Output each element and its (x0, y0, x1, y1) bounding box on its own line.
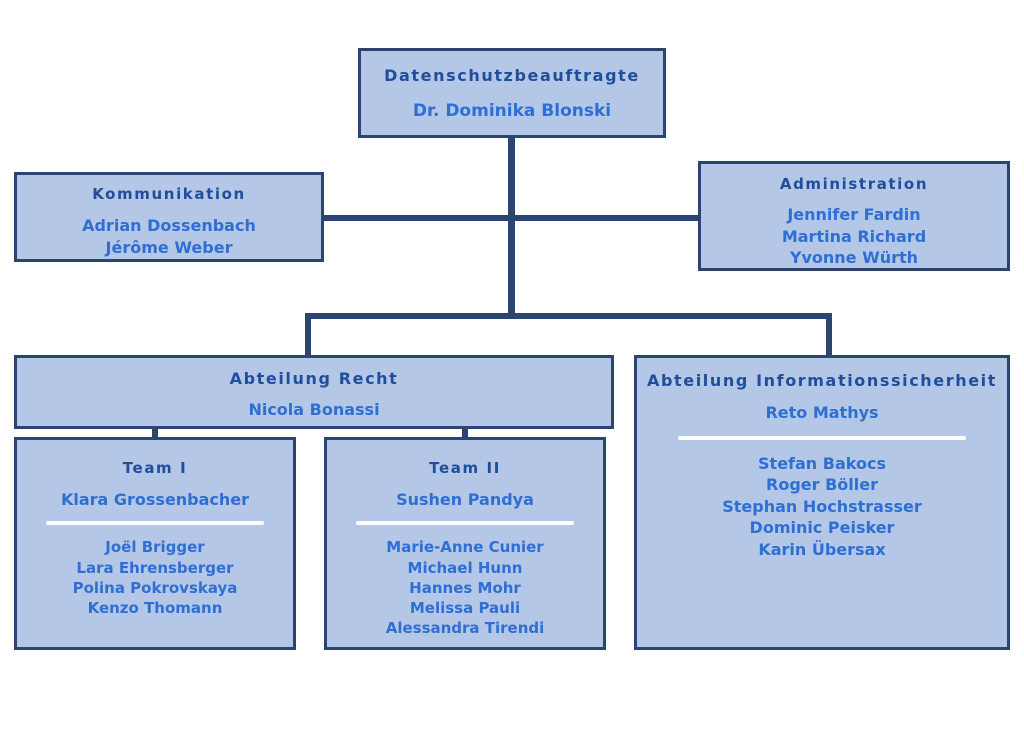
node-title: Datenschutzbeauftragte (384, 66, 640, 85)
member-name: Stephan Hochstrasser (722, 496, 922, 516)
node-lead-name: Sushen Pandya (396, 490, 534, 510)
member-name: Polina Pokrovskaya (72, 578, 238, 597)
member-name: Stefan Bakocs (758, 453, 886, 473)
node-title: Team I (122, 459, 188, 477)
section-divider (356, 521, 574, 526)
member-name: Roger Böller (766, 475, 878, 495)
member-name: Karin Übersax (758, 539, 886, 559)
member-name: Martina Richard (781, 226, 927, 246)
member-name: Hannes Mohr (409, 578, 521, 597)
connector-drop-team2 (462, 427, 468, 439)
member-name: Dominic Peisker (749, 518, 895, 538)
member-name: Michael Hunn (407, 558, 523, 577)
member-name: Yvonne Würth (789, 248, 919, 268)
node-title: Abteilung Informationssicherheit (646, 371, 997, 390)
member-name: Kenzo Thomann (87, 599, 223, 618)
connector-drop-recht (305, 313, 311, 357)
node-title: Administration (779, 175, 929, 193)
node-lead-name: Reto Mathys (765, 403, 879, 423)
connector-drop-infosec (826, 313, 832, 357)
node-lead-name: Nicola Bonassi (248, 400, 380, 420)
member-name: Jérôme Weber (105, 237, 233, 257)
node-lead-name: Dr. Dominika Blonski (412, 101, 612, 122)
node-lead-name: Klara Grossenbacher (60, 490, 250, 510)
connector-drop-team1 (152, 427, 158, 439)
section-divider (678, 435, 966, 440)
node-datenschutzbeauftragte[interactable]: Datenschutzbeauftragte Dr. Dominika Blon… (358, 48, 666, 138)
connector-dpo-trunk (508, 138, 515, 318)
connector-department-bar (305, 313, 832, 319)
node-title: Abteilung Recht (229, 369, 399, 388)
member-name: Marie-Anne Cunier (386, 538, 544, 557)
node-abteilung-recht[interactable]: Abteilung Recht Nicola Bonassi (14, 355, 614, 429)
node-title: Kommunikation (92, 185, 246, 203)
member-name: Lara Ehrensberger (76, 558, 234, 577)
member-name: Joël Brigger (105, 538, 205, 557)
member-name: Alessandra Tirendi (385, 619, 545, 638)
section-divider (46, 521, 264, 526)
member-name: Adrian Dossenbach (82, 216, 256, 236)
member-name: Jennifer Fardin (787, 205, 921, 225)
connector-staff-crossbar (324, 215, 699, 221)
node-abteilung-informationssicherheit[interactable]: Abteilung Informationssicherheit Reto Ma… (634, 355, 1010, 650)
node-title: Team II (429, 459, 501, 477)
member-name: Melissa Pauli (409, 599, 521, 618)
